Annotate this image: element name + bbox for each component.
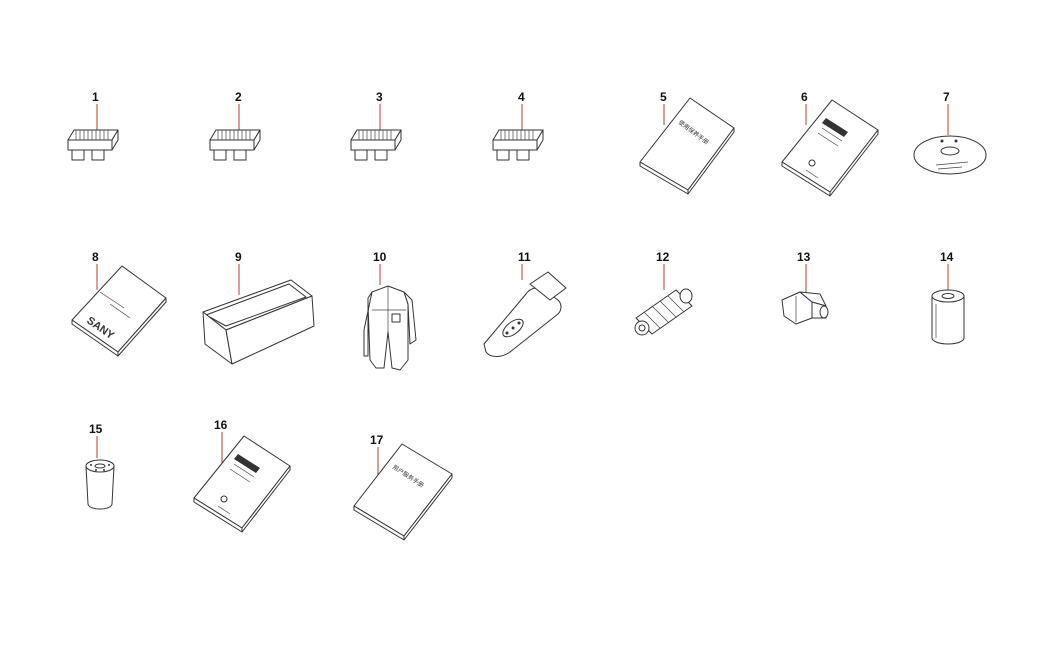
manual-booklet-icon bbox=[193, 435, 291, 533]
part-5: 5 使用保养手册 bbox=[639, 90, 735, 195]
booklet-icon: 用户服务手册 bbox=[353, 443, 453, 541]
part-number-label: 14 bbox=[940, 250, 954, 264]
part-number-label: 13 bbox=[797, 250, 811, 264]
fitting-connector-icon bbox=[781, 291, 829, 325]
part-number-label: 8 bbox=[92, 250, 99, 264]
part-14: 14 bbox=[931, 250, 965, 345]
part-number-label: 1 bbox=[92, 90, 99, 104]
blade-fuse-icon bbox=[350, 129, 402, 161]
part-number-label: 2 bbox=[235, 90, 242, 104]
part-number-label: 5 bbox=[660, 90, 667, 104]
coverall-suit-icon bbox=[363, 285, 417, 371]
part-3: 3 bbox=[350, 90, 402, 161]
part-10: 10 bbox=[363, 250, 417, 371]
blade-fuse-icon bbox=[67, 129, 119, 161]
branded-booklet-icon: SANY bbox=[71, 265, 167, 357]
blade-fuse-icon bbox=[209, 129, 261, 161]
part-number-label: 16 bbox=[214, 418, 228, 432]
booklet-icon: 使用保养手册 bbox=[639, 97, 735, 195]
part-number-label: 4 bbox=[518, 90, 525, 104]
open-box-icon bbox=[202, 279, 315, 365]
spin-on-filter-icon bbox=[85, 459, 115, 510]
part-number-label: 15 bbox=[89, 422, 103, 436]
part-8: 8 SANY bbox=[71, 250, 167, 357]
part-11: 11 bbox=[483, 250, 567, 357]
part-number-label: 7 bbox=[943, 90, 950, 104]
part-number-label: 10 bbox=[373, 250, 387, 264]
part-7: 7 bbox=[913, 90, 987, 175]
blade-fuse-icon bbox=[492, 129, 544, 161]
part-9: 9 bbox=[202, 250, 315, 365]
manual-booklet-icon bbox=[781, 99, 879, 197]
part-number-label: 11 bbox=[518, 250, 531, 264]
part-15: 15 bbox=[85, 422, 115, 510]
part-number-label: 9 bbox=[235, 250, 242, 264]
part-16: 16 bbox=[193, 418, 291, 533]
part-1: 1 bbox=[67, 90, 119, 161]
part-6: 6 bbox=[781, 90, 879, 197]
part-2: 2 bbox=[209, 90, 261, 161]
flashlight-icon bbox=[483, 271, 567, 357]
part-number-label: 17 bbox=[370, 433, 384, 447]
part-4: 4 bbox=[492, 90, 544, 161]
part-number-label: 12 bbox=[656, 250, 670, 264]
part-number-label: 3 bbox=[376, 90, 383, 104]
cd-disc-icon bbox=[913, 135, 987, 175]
part-17: 17 用户服务手册 bbox=[353, 433, 453, 541]
part-13: 13 bbox=[781, 250, 829, 325]
threaded-valve-icon bbox=[634, 288, 693, 336]
filter-element-icon bbox=[931, 289, 965, 345]
part-number-label: 6 bbox=[801, 90, 808, 104]
part-12: 12 bbox=[634, 250, 693, 336]
